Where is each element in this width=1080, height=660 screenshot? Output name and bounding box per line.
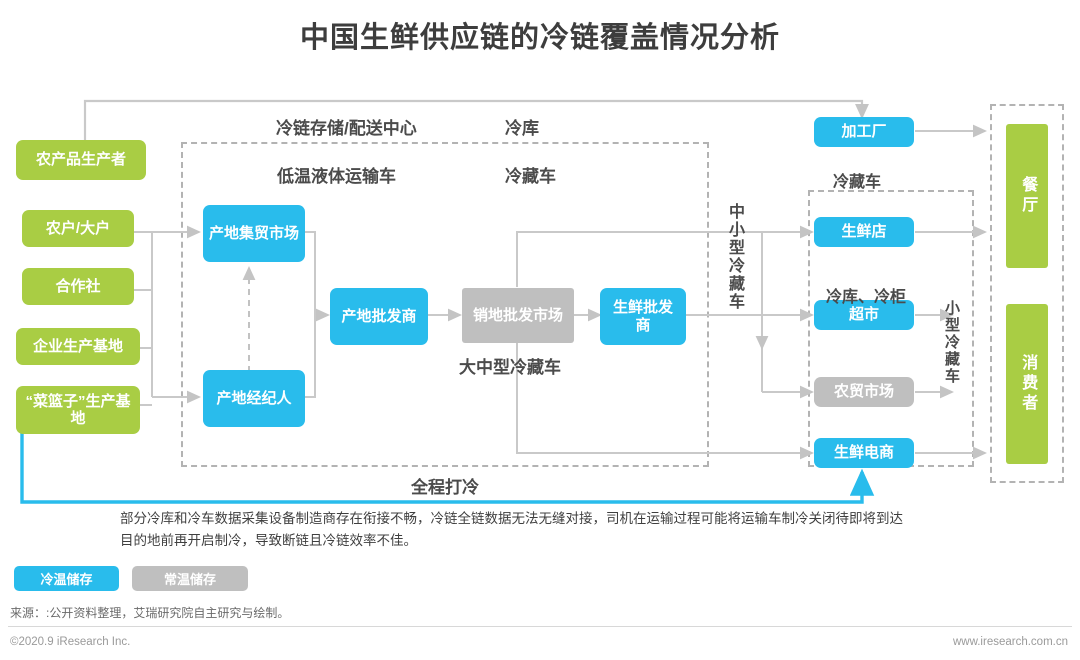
producer-node-1[interactable]: 农产品生产者 — [16, 140, 146, 180]
channel-node-farmers-market[interactable]: 农贸市场 — [814, 377, 914, 407]
legend-normal-storage[interactable]: 常温储存 — [132, 566, 248, 591]
endpoint-node-consumer[interactable]: 消费者 — [1006, 304, 1048, 464]
copyright-text: ©2020.9 iResearch Inc. — [10, 636, 131, 648]
midstream-node-fresh-wholesaler[interactable]: 生鲜批发商 — [600, 288, 686, 345]
page-title: 中国生鲜供应链的冷链覆盖情况分析 — [299, 22, 780, 54]
producer-node-2[interactable]: 农户/大户 — [22, 210, 134, 247]
label-cold-storage-cabinet: 冷库、冷柜 — [826, 289, 907, 306]
label-low-temp-liquid-truck: 低温液体运输车 — [277, 167, 396, 186]
producer-node-4[interactable]: 企业生产基地 — [16, 328, 140, 365]
label-refrigerated-truck-upper: 冷藏车 — [505, 167, 556, 186]
zone-endpoints — [990, 104, 1064, 483]
channel-node-fresh-ecommerce[interactable]: 生鲜电商 — [814, 438, 914, 468]
zone-label-cold-warehouse: 冷库 — [505, 119, 539, 138]
label-medium-small-refrigerated-truck: 中小型冷藏车 — [726, 203, 743, 311]
channel-node-supermarket[interactable]: 超市 — [814, 300, 914, 330]
label-small-refrigerated-truck: 小型冷藏车 — [943, 300, 960, 385]
channel-node-processing-plant[interactable]: 加工厂 — [814, 117, 914, 147]
label-refrigerated-truck-retail: 冷藏车 — [833, 174, 882, 191]
midstream-node-sales-wholesale-market[interactable]: 销地批发市场 — [462, 288, 574, 343]
producer-node-3[interactable]: 合作社 — [22, 268, 134, 305]
midstream-node-origin-wholesaler[interactable]: 产地批发商 — [330, 288, 428, 345]
label-large-medium-refrigerated-truck: 大中型冷藏车 — [459, 358, 561, 377]
zone-label-cold-storage-center: 冷链存储/配送中心 — [276, 119, 417, 138]
legend-cold-storage[interactable]: 冷温储存 — [14, 566, 119, 591]
footer-divider — [8, 626, 1072, 627]
zone-cold-storage-center — [181, 142, 709, 467]
zone-label-full-cold: 全程打冷 — [411, 478, 479, 497]
source-line: 来源：:公开资料整理，艾瑞研究院自主研究与绘制。 — [10, 606, 290, 620]
website-text: www.iresearch.com.cn — [952, 636, 1068, 648]
explanatory-note: 部分冷库和冷车数据采集设备制造商存在衔接不畅，冷链全链数据无法无缝对接，司机在运… — [120, 511, 903, 549]
midstream-node-origin-market[interactable]: 产地集贸市场 — [203, 205, 305, 262]
midstream-node-origin-broker[interactable]: 产地经纪人 — [203, 370, 305, 427]
channel-node-fresh-store[interactable]: 生鲜店 — [814, 217, 914, 247]
producer-node-5[interactable]: “菜篮子”生产基地 — [16, 386, 140, 434]
endpoint-node-restaurant[interactable]: 餐厅 — [1006, 124, 1048, 268]
